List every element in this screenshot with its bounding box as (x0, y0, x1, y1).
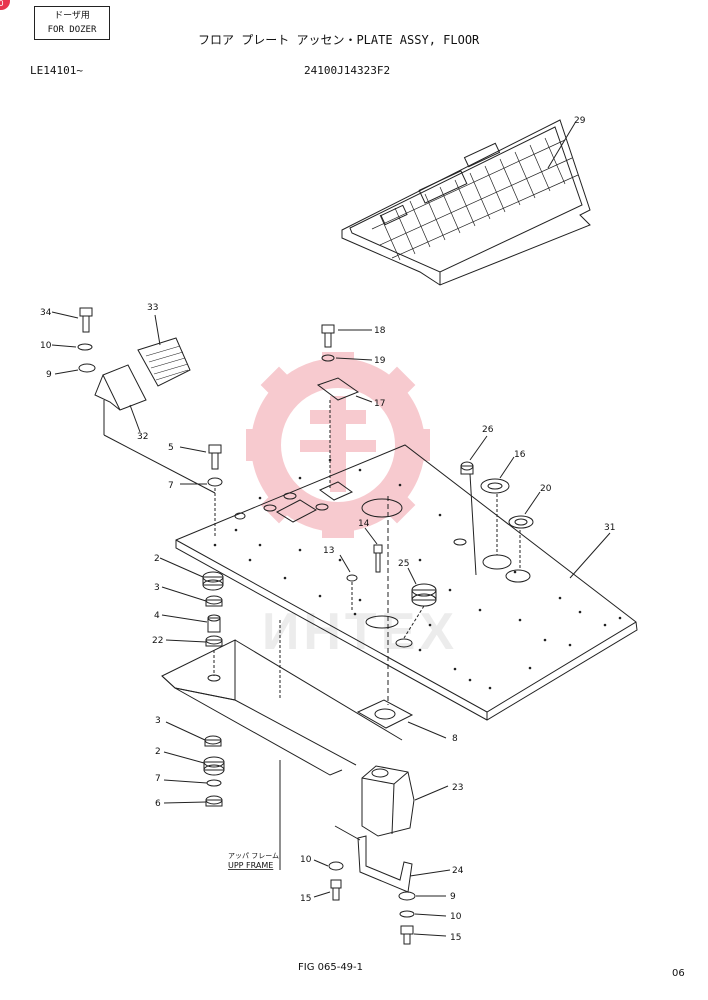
washer-7a (207, 477, 223, 487)
corner-badge: 0 (0, 0, 10, 10)
label-33: 33 (147, 303, 158, 313)
plate-holes (213, 458, 622, 690)
page-title: フロア プレート アッセン・PLATE ASSY, FLOOR (198, 33, 480, 47)
serial-range: LE14101~ (30, 64, 83, 77)
spacer-4 (207, 614, 221, 633)
box-line-en: FOR DOZER (47, 25, 97, 35)
floor-plate-31 (175, 444, 638, 721)
label-17: 17 (374, 399, 385, 409)
grommet-25 (411, 583, 437, 607)
washer-19 (321, 354, 335, 362)
frame-label-en: UPP FRAME (228, 861, 273, 870)
label-10b: 10 (300, 855, 312, 865)
label-10c: 10 (450, 912, 462, 922)
bolt-5 (208, 444, 222, 470)
label-34: 34 (40, 308, 52, 318)
label-19: 19 (374, 356, 386, 366)
label-8: 8 (452, 734, 458, 744)
washer-9a (78, 363, 96, 373)
label-23: 23 (452, 783, 463, 793)
frame-label-jp: アッパ フレーム (228, 852, 279, 860)
pin-14 (373, 544, 383, 573)
label-3b: 3 (155, 716, 161, 726)
washer-10b (328, 861, 344, 871)
logo-watermark (246, 352, 430, 538)
label-7b: 7 (155, 774, 161, 784)
bolt-34 (79, 307, 93, 333)
watermark-text: ИНТЕХ (262, 603, 459, 661)
label-14: 14 (358, 519, 370, 529)
washer-10a (77, 343, 93, 351)
label-18: 18 (374, 326, 386, 336)
grommet-16 (480, 478, 510, 494)
dozer-label-box: ドーザ用 FOR DOZER (34, 6, 110, 40)
pedal-33 (137, 337, 191, 387)
label-9b: 9 (450, 892, 456, 902)
drawing-number: 24100J14323F2 (304, 64, 391, 77)
mount-3a (205, 595, 223, 607)
part-labels: 29 33 34 10 9 32 18 19 17 5 7 26 16 20 3… (40, 116, 615, 943)
plug-26-body (460, 465, 474, 475)
bolt-15b (400, 925, 414, 945)
label-2b: 2 (155, 747, 161, 757)
upper-frame (161, 620, 403, 776)
label-15a: 15 (300, 894, 311, 904)
label-25: 25 (398, 559, 409, 569)
label-10a: 10 (40, 341, 52, 351)
mount-3b (204, 735, 222, 747)
mount-2a (202, 571, 224, 591)
figure-number: FIG 065-49-1 (298, 962, 364, 973)
label-4: 4 (154, 611, 160, 621)
grommet-20 (508, 515, 534, 529)
nut-13 (346, 574, 358, 582)
label-6: 6 (155, 799, 161, 809)
nut-6 (205, 795, 223, 807)
bolt-15a (330, 879, 342, 901)
label-26: 26 (482, 425, 494, 435)
label-29: 29 (574, 116, 586, 126)
label-32: 32 (137, 432, 148, 442)
label-15b: 15 (450, 933, 461, 943)
label-3a: 3 (154, 583, 160, 593)
label-2a: 2 (154, 554, 160, 564)
label-22: 22 (152, 636, 163, 646)
mount-2b (203, 756, 225, 776)
label-5: 5 (168, 443, 174, 453)
cover-17 (316, 377, 360, 401)
page-number: 06 (672, 968, 685, 979)
washer-7b (206, 779, 222, 787)
tank-23 (361, 765, 415, 837)
label-7a: 7 (168, 481, 174, 491)
washer-22 (205, 635, 223, 647)
bolt-18 (321, 324, 335, 348)
cover-8 (356, 699, 414, 729)
floor-mat-29 (341, 119, 591, 286)
label-31: 31 (604, 523, 615, 533)
label-24: 24 (452, 866, 464, 876)
bracket-24 (357, 835, 413, 893)
bracket-32 (94, 364, 147, 411)
washer-10c (399, 910, 415, 918)
label-9a: 9 (46, 370, 52, 380)
washer-9b (398, 891, 416, 901)
label-20: 20 (540, 484, 552, 494)
label-13: 13 (323, 546, 334, 556)
box-line-jp: ドーザ用 (54, 11, 90, 21)
label-16: 16 (514, 450, 526, 460)
